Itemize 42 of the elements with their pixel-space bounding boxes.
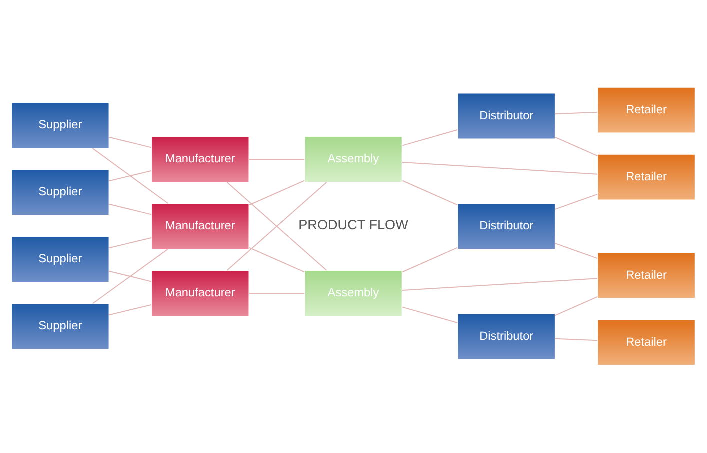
- connector: [249, 180, 305, 206]
- connector: [555, 338, 598, 342]
- connector: [109, 304, 152, 316]
- label: PRODUCT FLOW: [298, 218, 408, 233]
- node-box: Assembly: [304, 136, 403, 183]
- connector: [555, 243, 598, 260]
- connector: [402, 278, 598, 292]
- node-box: Supplier: [11, 303, 110, 350]
- connector: [109, 136, 152, 148]
- node-box: Retailer: [597, 86, 696, 134]
- node-box: Supplier: [11, 102, 110, 149]
- connector: [555, 112, 598, 115]
- connector: [109, 170, 152, 182]
- node-box: Distributor: [457, 203, 556, 250]
- node-box: Supplier: [11, 236, 110, 283]
- node-box: Distributor: [457, 313, 556, 360]
- connector: [250, 158, 305, 160]
- node-box: Retailer: [597, 319, 696, 366]
- node-box: Supplier: [11, 169, 110, 216]
- node-box: Distributor: [457, 92, 556, 140]
- connector: [402, 247, 458, 273]
- connector: [555, 136, 598, 157]
- connector: [402, 162, 598, 175]
- connector: [555, 194, 598, 210]
- connector: [249, 247, 305, 273]
- node-box: Manufacturer: [151, 270, 250, 317]
- node-box: Manufacturer: [151, 136, 250, 183]
- connector: [109, 204, 152, 216]
- connector: [109, 270, 152, 282]
- node-box: Retailer: [597, 252, 696, 300]
- node-box: Retailer: [597, 154, 696, 201]
- node-box: Assembly: [304, 270, 403, 317]
- node-box: Manufacturer: [151, 203, 250, 250]
- connector: [402, 129, 458, 146]
- connector: [109, 238, 152, 249]
- connector: [402, 180, 458, 206]
- connector: [402, 306, 458, 324]
- connector: [92, 249, 168, 304]
- connector: [226, 182, 328, 271]
- connector: [250, 293, 305, 294]
- connector: [92, 148, 168, 204]
- connector: [555, 296, 598, 316]
